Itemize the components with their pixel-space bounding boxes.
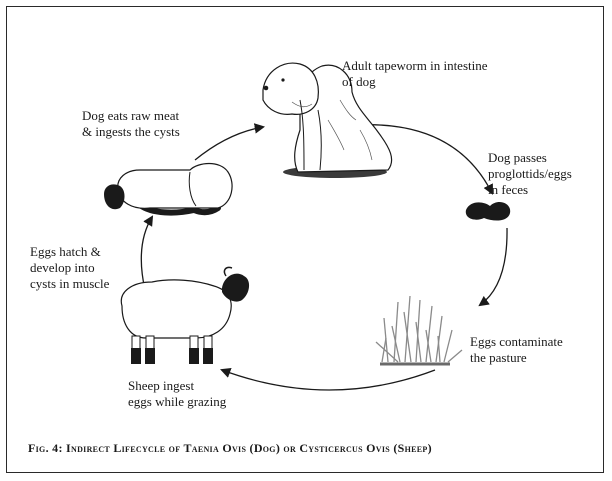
step-label-contaminate: Eggs contaminate the pasture: [470, 334, 563, 366]
figure-frame: [6, 6, 604, 473]
step-label-adult-line1: Adult tapeworm in intestine: [342, 58, 488, 73]
step-label-adult-line2: of dog: [342, 74, 376, 89]
step-label-ingest-line1: Sheep ingest: [128, 378, 195, 393]
feces-icon: [465, 202, 511, 221]
step-label-passes-line2: proglottids/eggs: [488, 166, 572, 181]
sheep-carcass-icon: [104, 162, 233, 216]
step-label-passes-line1: Dog passes: [488, 150, 547, 165]
step-label-passes: Dog passes proglottids/eggs in feces: [488, 150, 572, 198]
step-label-eats-line2: & ingests the cysts: [82, 124, 180, 139]
step-label-ingest-line2: eggs while grazing: [128, 394, 227, 409]
arrow-sheep-to-carcass: [140, 215, 154, 291]
arrow-feces-to-pasture: [478, 227, 508, 307]
step-label-contaminate-line2: the pasture: [470, 350, 527, 365]
step-label-contaminate-line1: Eggs contaminate: [470, 334, 563, 349]
arrow-pasture-to-sheep: [220, 368, 436, 391]
step-label-passes-line3: in feces: [488, 182, 529, 197]
step-label-eats: Dog eats raw meat & ingests the cysts: [82, 108, 180, 140]
step-label-hatch-line2: develop into: [30, 260, 95, 275]
figure-caption: Fig. 4: Indirect Lifecycle of Taenia Ovi…: [28, 441, 432, 455]
step-label-hatch-line3: cysts in muscle: [30, 276, 110, 291]
step-label-eats-line1: Dog eats raw meat: [82, 108, 180, 123]
dog-icon: [262, 62, 393, 178]
step-label-ingest: Sheep ingest eggs while grazing: [128, 378, 226, 410]
sheep-icon: [120, 266, 250, 364]
grass-icon: [375, 295, 463, 366]
step-label-hatch-line1: Eggs hatch &: [30, 244, 101, 259]
step-label-adult: Adult tapeworm in intestine of dog: [342, 58, 488, 90]
cycle-arrows: [140, 123, 508, 391]
step-label-hatch: Eggs hatch & develop into cysts in muscl…: [30, 244, 109, 292]
arrow-dog-to-feces: [355, 124, 493, 195]
arrow-carcass-to-dog: [194, 123, 266, 161]
